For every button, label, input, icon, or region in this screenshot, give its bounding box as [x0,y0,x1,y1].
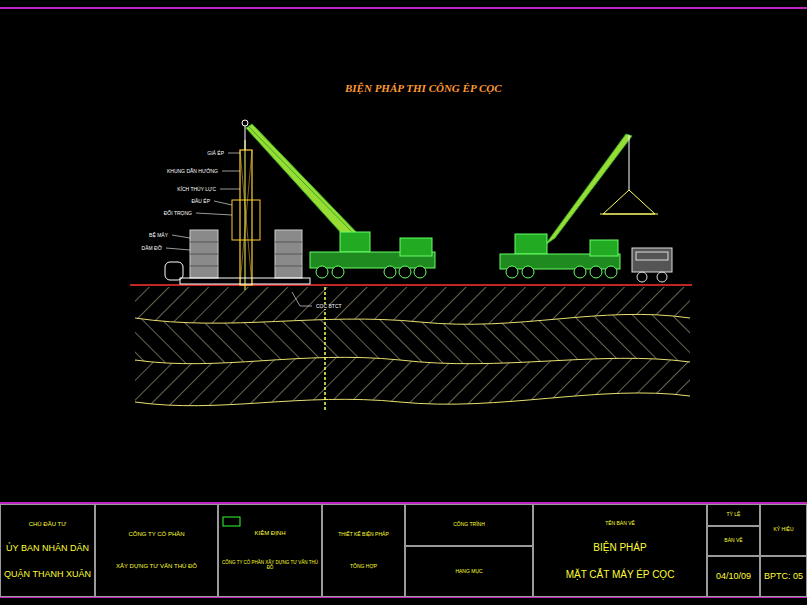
title-block-cell: BPTC: 05 [760,556,807,597]
cell-text: QUẬN THANH XUÂN [4,570,91,580]
title-block-cell: 04/10/09 [707,556,760,597]
title-block-cell: TÊN BẢN VẼ BIỆN PHÁP MẶT CẮT MÁY ÉP CỌC [533,504,707,597]
cell-text: TÊN BẢN VẼ [605,521,635,527]
cell-text: CÔNG TRÌNH [453,522,485,528]
title-block-cell: KÝ HIỆU [760,504,807,556]
title-block-cell: HẠNG MỤC [405,546,533,597]
title-block-cell: CÔNG TRÌNH [405,504,533,546]
cell-text: KÝ HIỆU [773,527,793,533]
cell-text: BẢN VẼ [724,538,742,544]
callout-label: GIÁ ÉP [206,151,225,156]
callout-label: KÍCH THỦY LỰC [176,187,217,192]
cell-text: HẠNG MỤC [455,569,482,575]
title-block-cell: KIỂM ĐỊNH CÔNG TY CỔ PHẦN XÂY DỰNG TƯ VẤN… [218,504,322,597]
cell-text: THIẾT KẾ BIỆN PHÁP [338,532,388,538]
cell-text: MẶT CẮT MÁY ÉP CỌC [566,569,675,580]
callout-label: CỌC BTCT [315,304,343,309]
title-block-cell: TỶ LỆ [707,504,760,526]
cell-text: BPTC: 05 [764,572,803,582]
callout-label: DẦM ĐỠ [141,246,163,251]
cell-text: CHỦ ĐẦU TƯ [29,521,67,528]
cell-text: BIỆN PHÁP [593,542,646,553]
cell-text: TỔNG HỢP [350,564,377,570]
callout-label: KHUNG DẪN HƯỚNG [166,169,219,174]
cell-text: CÔNG TY CỔ PHẦN XÂY DỰNG TƯ VẤN THỦ ĐÔ [220,561,320,571]
callout-label: BỆ MÁY [148,233,169,238]
cell-text: CÔNG TY CỔ PHẦN [128,531,184,538]
cell-text: 04/10/09 [716,572,751,582]
title-block-cell: THIẾT KẾ BIỆN PHÁP TỔNG HỢP [322,504,405,597]
title-block-cell: CHỦ ĐẦU TƯ ỦY BAN NHÂN DÂN QUẬN THANH XUÂN [0,504,95,597]
callout-label: ĐẦU ÉP [190,199,211,204]
title-block-cell: CÔNG TY CỔ PHẦN XÂY DỰNG TƯ VẤN THỦ ĐÔ [95,504,218,597]
cell-text: XÂY DỰNG TƯ VẤN THỦ ĐÔ [116,563,197,570]
drawing-title: BIỆN PHÁP THI CÔNG ÉP CỌC [345,82,502,94]
cell-text: ỦY BAN NHÂN DÂN [6,544,89,554]
cell-text: KIỂM ĐỊNH [254,530,285,537]
title-block-cell: BẢN VẼ [707,526,760,556]
cell-text: TỶ LỆ [727,512,741,518]
callout-label: ĐỐI TRỌNG [163,211,193,216]
